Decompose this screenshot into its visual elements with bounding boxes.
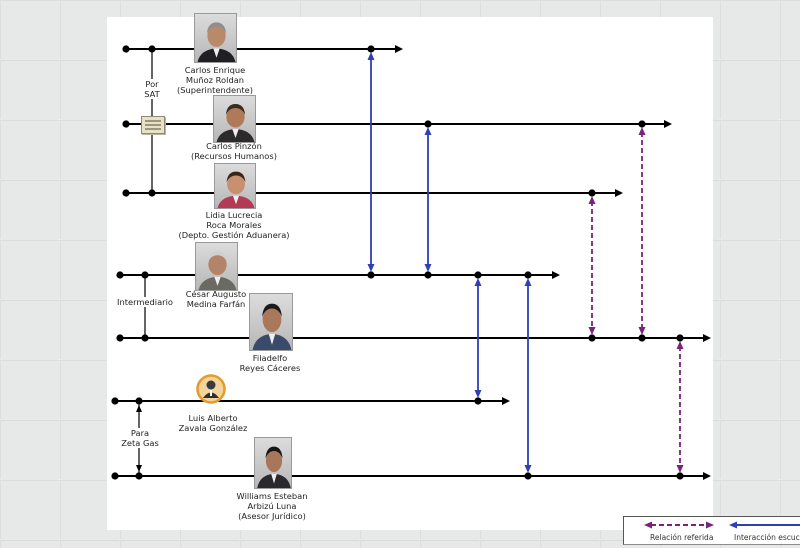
legend: Relación referida Interacción escuchada	[623, 516, 800, 545]
timeline-node	[135, 472, 143, 480]
connector-arrowhead	[136, 405, 142, 412]
timeline-arrowhead	[664, 120, 672, 128]
timeline-node	[111, 397, 119, 405]
timeline-node	[676, 472, 684, 480]
timeline-node	[116, 334, 124, 342]
timeline-node	[122, 45, 130, 53]
referred-arrow-3-head	[676, 341, 684, 349]
photo-carlos-munoz	[194, 13, 237, 63]
timeline-node	[474, 271, 482, 279]
legend-heard-label: Interacción escuchada	[734, 533, 800, 542]
referred-arrow-2-head	[638, 127, 646, 135]
timeline-node	[122, 189, 130, 197]
timeline-node	[141, 271, 149, 279]
legend-swatches	[644, 521, 800, 529]
photo-lidia-roca	[214, 163, 256, 209]
connector-arrowhead	[136, 465, 142, 472]
timeline-arrowhead	[703, 472, 711, 480]
photo-carlos-pinzon	[213, 95, 256, 143]
timeline-node	[141, 334, 149, 342]
timeline-arrowhead	[502, 397, 510, 405]
timeline-node	[474, 397, 482, 405]
timeline-node	[424, 120, 432, 128]
timeline-arrowhead	[615, 189, 623, 197]
referred-arrow-3-head	[676, 465, 684, 473]
sat-badge-icon	[141, 116, 165, 134]
heard-arrow-3-head	[474, 278, 482, 286]
label-intermediario: Intermediario	[117, 297, 173, 307]
timeline-node	[588, 334, 596, 342]
timeline-node	[116, 271, 124, 279]
heard-arrow-4-head	[524, 465, 532, 473]
heard-arrow-2-head	[424, 127, 432, 135]
timeline-node	[588, 189, 596, 197]
timeline-node	[638, 120, 646, 128]
legend-referred-label: Relación referida	[650, 533, 714, 542]
timeline-node	[424, 271, 432, 279]
heard-arrow-3-head	[474, 390, 482, 398]
timeline-node	[638, 334, 646, 342]
timeline-arrowhead	[395, 45, 403, 53]
timeline-node	[122, 120, 130, 128]
heard-arrow-2-head	[424, 264, 432, 272]
referred-arrow-1-head	[588, 327, 596, 335]
timeline-node	[676, 334, 684, 342]
timeline-node	[367, 271, 375, 279]
timeline-node	[111, 472, 119, 480]
timeline-node	[524, 271, 532, 279]
timeline-diagram	[111, 45, 711, 480]
referred-arrow-2-head	[638, 327, 646, 335]
timeline-node	[148, 189, 156, 197]
label-carlos-pinzon: Carlos Pinzón(Recursos Humanos)	[191, 141, 277, 161]
timeline-node	[367, 45, 375, 53]
photo-williams-arbizu	[254, 437, 292, 489]
timeline-arrowhead	[703, 334, 711, 342]
timeline-arrowhead	[552, 271, 560, 279]
referred-arrow-1-head	[588, 196, 596, 204]
timeline-node	[135, 397, 143, 405]
heard-arrow-1-head	[367, 264, 375, 272]
photo-cesar-medina	[195, 242, 238, 291]
timeline-node	[148, 45, 156, 53]
timeline-node	[524, 472, 532, 480]
avatar-icon	[196, 374, 226, 404]
photo-filadelfo-reyes	[249, 293, 293, 351]
heard-arrow-4-head	[524, 278, 532, 286]
heard-arrow-1-head	[367, 52, 375, 60]
